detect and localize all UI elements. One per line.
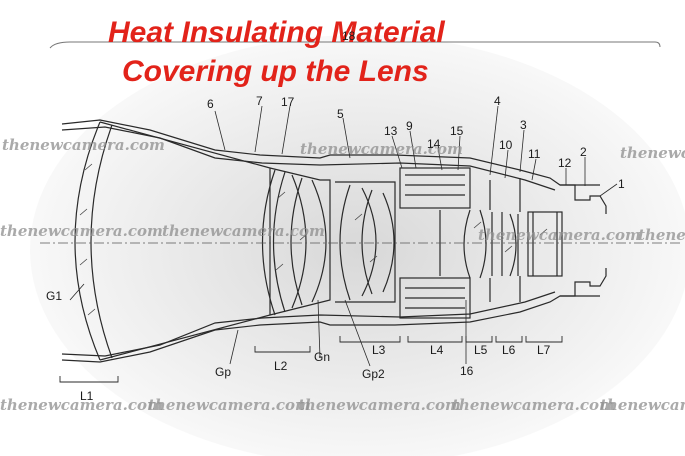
watermark: thenewcamera.com (2, 136, 165, 154)
watermark: thenewcamera.com (600, 396, 685, 414)
watermark: thenewcamera.com (298, 396, 461, 414)
label-L6: L6 (502, 343, 516, 357)
lens-barrel (61, 119, 607, 363)
label-4: 4 (494, 94, 501, 108)
watermark: thenewcamera.com (0, 396, 163, 414)
label-15: 15 (450, 124, 464, 138)
label-Gn: Gn (314, 350, 331, 364)
label-18: 18 (342, 29, 356, 43)
watermark: thenewcamera.com (620, 144, 685, 162)
label-12: 12 (558, 156, 572, 170)
label-7: 7 (256, 94, 263, 108)
label-L2: L2 (274, 359, 288, 373)
label-14: 14 (427, 137, 441, 151)
background-glow (30, 35, 685, 456)
label-17: 17 (281, 95, 295, 109)
watermark: thenewcamera.com (478, 226, 641, 244)
watermark: thenewcamera.com (162, 222, 325, 240)
label-Gp: Gp (215, 365, 232, 379)
label-10: 10 (499, 138, 513, 152)
watermark: thenewcamera.com (452, 396, 615, 414)
watermark: thenewcamera.com (148, 396, 311, 414)
leader-lines (69, 105, 618, 367)
headline-line-1: Heat Insulating Material (108, 16, 445, 49)
label-L7: L7 (537, 343, 551, 357)
label-L3: L3 (372, 343, 386, 357)
label-3: 3 (520, 118, 527, 132)
label-1: 1 (618, 177, 625, 191)
watermark: thenewcamera.com (300, 140, 463, 158)
watermark: thenewcamera.com (638, 226, 685, 244)
label-2: 2 (580, 145, 587, 159)
label-Gp2: Gp2 (362, 367, 385, 381)
label-L4: L4 (430, 343, 444, 357)
label-6: 6 (207, 97, 214, 111)
label-G1: G1 (46, 289, 63, 303)
label-5: 5 (337, 107, 344, 121)
label-16: 16 (460, 364, 474, 378)
headline-line-2: Covering up the Lens (122, 55, 429, 88)
group-brackets (59, 336, 563, 383)
glass-hatching (79, 163, 548, 316)
label-11: 11 (528, 147, 541, 161)
label-L5: L5 (474, 343, 488, 357)
label-9: 9 (406, 119, 413, 133)
label-13: 13 (384, 124, 398, 138)
label-L1: L1 (80, 389, 94, 403)
watermark: thenewcamera.com (0, 222, 163, 240)
